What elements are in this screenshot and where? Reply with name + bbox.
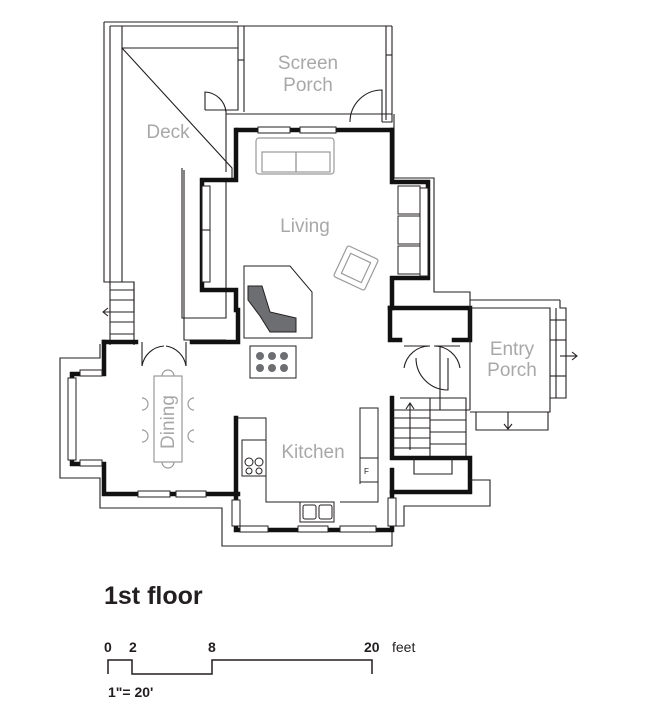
deck-door: [204, 91, 227, 113]
screen-porch: Screen Porch: [204, 25, 393, 123]
scale-tick-2: 2: [129, 639, 137, 655]
front-door: [415, 357, 449, 391]
sofa: [255, 137, 335, 175]
fireplace: [243, 265, 313, 339]
dining-door: [141, 342, 187, 367]
entry-porch: Entry Porch: [387, 300, 578, 431]
screen-porch-door: [349, 89, 383, 123]
armchair: [333, 245, 379, 291]
entry-stair-arrow-icon: [560, 351, 578, 361]
scale-ratio: 1"= 20': [108, 684, 153, 700]
deck-stair-arrow-icon: [102, 307, 134, 317]
scale-unit: feet: [392, 639, 415, 655]
living-room: Living: [183, 113, 560, 341]
scale-tick-20: 20: [364, 639, 380, 655]
entry-door: [403, 345, 461, 369]
kitchen-label: Kitchen: [281, 442, 344, 463]
island-cooktop: [249, 345, 297, 379]
entry-stair-down-arrow-icon: [503, 412, 513, 430]
stair-up-arrow-icon: [405, 402, 415, 450]
scale-tick-8: 8: [208, 639, 216, 655]
deck-label: Deck: [146, 122, 190, 143]
scale-bar: 0 2 8 20 feet 1"= 20': [104, 639, 415, 700]
entry-porch-label-2: Porch: [487, 360, 537, 381]
sink: [299, 501, 335, 523]
plan-title: 1st floor: [104, 582, 203, 610]
dining-room: Dining: [59, 307, 241, 547]
fridge-label: F: [364, 467, 369, 476]
kitchen: F Kitchen: [231, 345, 491, 547]
range: [241, 439, 267, 477]
dining-label: Dining: [158, 395, 179, 449]
interior-staircase: [389, 395, 473, 495]
deck: Deck: [102, 21, 238, 345]
scale-tick-0: 0: [104, 639, 112, 655]
dining-table: [141, 369, 195, 469]
screen-porch-label: Screen: [278, 53, 338, 74]
living-label: Living: [280, 216, 330, 237]
entry-porch-label: Entry: [490, 339, 535, 360]
screen-porch-label-2: Porch: [283, 75, 333, 96]
